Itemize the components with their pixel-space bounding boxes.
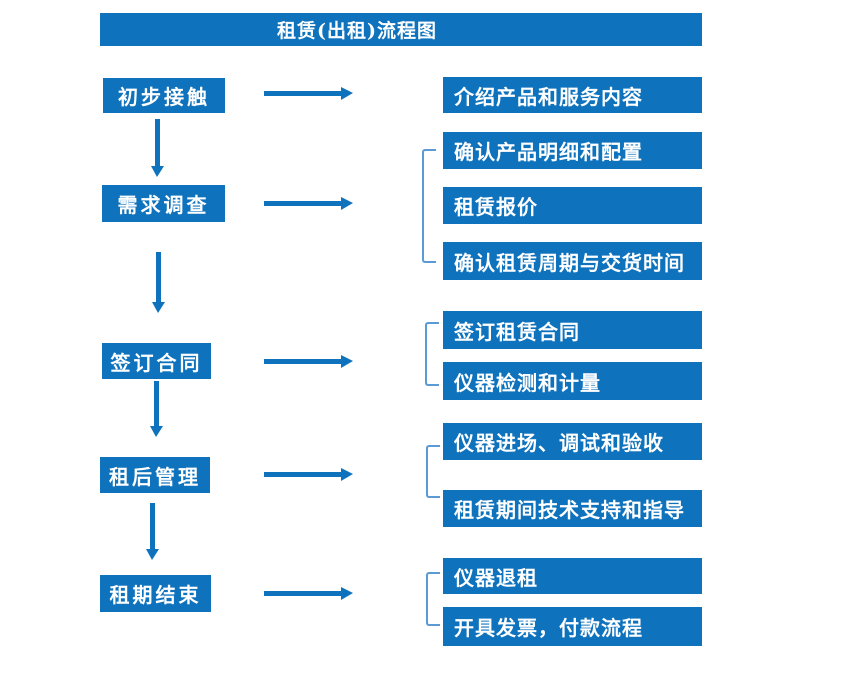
stage-box-sign-contract: 签订合同 xyxy=(102,343,211,379)
arrow-right-lease-end xyxy=(264,587,353,600)
arrow-right-sign-contract xyxy=(264,355,353,368)
arrow-head-icon xyxy=(341,355,353,368)
bracket-sign-contract-group xyxy=(425,322,439,386)
stage-box-post-rental-management: 租后管理 xyxy=(100,457,210,493)
diagram-title: 租赁(出租)流程图 xyxy=(277,20,437,42)
detail-box-instrument-return: 仪器退租 xyxy=(443,558,702,594)
detail-box-confirm-rental-period-delivery: 确认租赁周期与交货时间 xyxy=(443,242,702,280)
arrow-right-initial-contact xyxy=(264,87,353,100)
arrow-head-icon xyxy=(341,87,353,100)
arrow-down-stage3-stage4 xyxy=(150,381,163,437)
detail-box-confirm-product-details-config: 确认产品明细和配置 xyxy=(443,132,702,169)
arrow-shaft xyxy=(264,359,342,364)
arrow-down-stage2-stage3 xyxy=(152,252,165,313)
arrow-right-demand-survey xyxy=(264,197,353,210)
detail-box-invoice-payment-process: 开具发票，付款流程 xyxy=(443,607,702,646)
arrow-head-icon xyxy=(150,426,163,437)
arrow-shaft xyxy=(150,503,155,550)
arrow-shaft xyxy=(264,591,342,596)
arrow-head-icon xyxy=(151,166,164,177)
arrow-shaft xyxy=(156,252,161,303)
detail-box-instrument-entry-debug-acceptance: 仪器进场、调试和验收 xyxy=(443,423,702,460)
detail-box-introduce-products-services: 介绍产品和服务内容 xyxy=(443,77,702,113)
bracket-lease-end-group xyxy=(426,572,440,626)
detail-box-rental-quotation: 租赁报价 xyxy=(443,187,702,224)
bracket-post-rental-group xyxy=(426,445,440,498)
arrow-down-stage4-stage5 xyxy=(146,503,159,560)
arrow-head-icon xyxy=(146,549,159,560)
arrow-head-icon xyxy=(341,587,353,600)
stage-box-initial-contact: 初步接触 xyxy=(103,78,225,113)
arrow-shaft xyxy=(264,472,342,477)
detail-box-sign-rental-contract: 签订租赁合同 xyxy=(443,311,702,349)
arrow-down-stage1-stage2 xyxy=(151,119,164,177)
arrow-shaft xyxy=(264,201,342,206)
stage-box-lease-end: 租期结束 xyxy=(100,575,211,612)
bracket-demand-survey-group xyxy=(422,149,436,263)
arrow-right-post-rental-management xyxy=(264,468,353,481)
arrow-head-icon xyxy=(341,468,353,481)
arrow-head-icon xyxy=(341,197,353,210)
arrow-shaft xyxy=(264,91,342,96)
detail-box-instrument-inspection-metering: 仪器检测和计量 xyxy=(443,362,702,400)
arrow-head-icon xyxy=(152,302,165,313)
detail-box-rental-period-tech-support: 租赁期间技术支持和指导 xyxy=(443,490,702,527)
diagram-title-bar: 租赁(出租)流程图 xyxy=(100,13,702,46)
arrow-shaft xyxy=(155,119,160,167)
stage-box-demand-survey: 需求调查 xyxy=(102,185,225,222)
arrow-shaft xyxy=(154,381,159,427)
